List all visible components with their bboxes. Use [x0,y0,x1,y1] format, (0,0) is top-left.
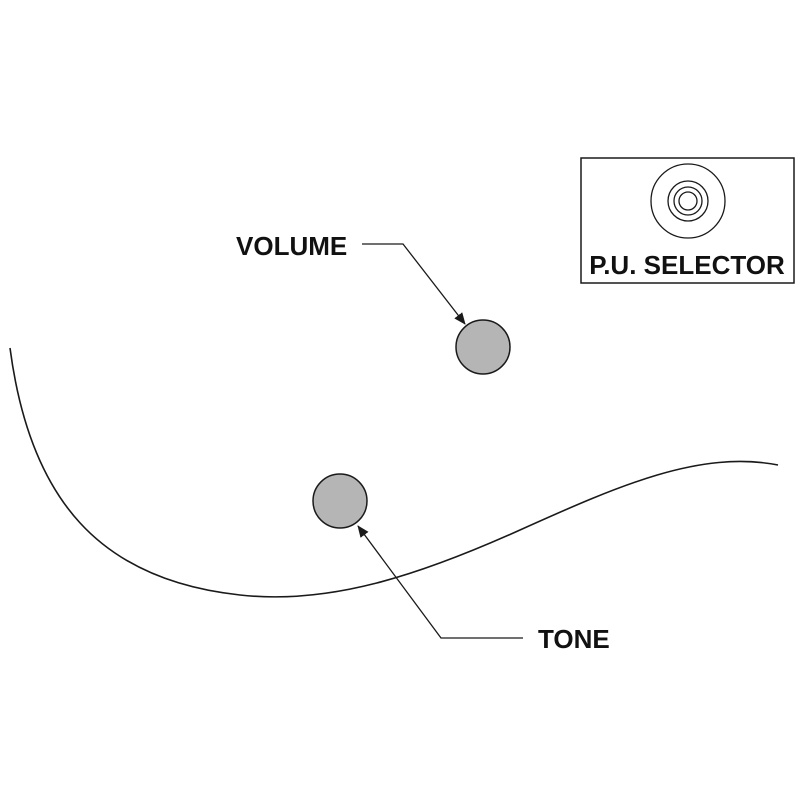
tone-leader-arrow [357,525,523,639]
body-outline-curve [9,347,779,598]
selector-switch-icon [650,163,726,239]
tone-knob[interactable] [312,473,368,529]
selector-switch-ring-middle [673,186,703,216]
volume-label: VOLUME [236,231,347,261]
selector-label: P.U. SELECTOR [589,250,785,280]
volume-leader-arrow [362,243,466,325]
selector-switch-ring-outer [667,180,709,222]
selector-switch-ring-inner [678,191,698,211]
pickup-selector-box: P.U. SELECTOR [580,157,795,284]
tone-label: TONE [538,624,610,654]
volume-knob[interactable] [455,319,511,375]
